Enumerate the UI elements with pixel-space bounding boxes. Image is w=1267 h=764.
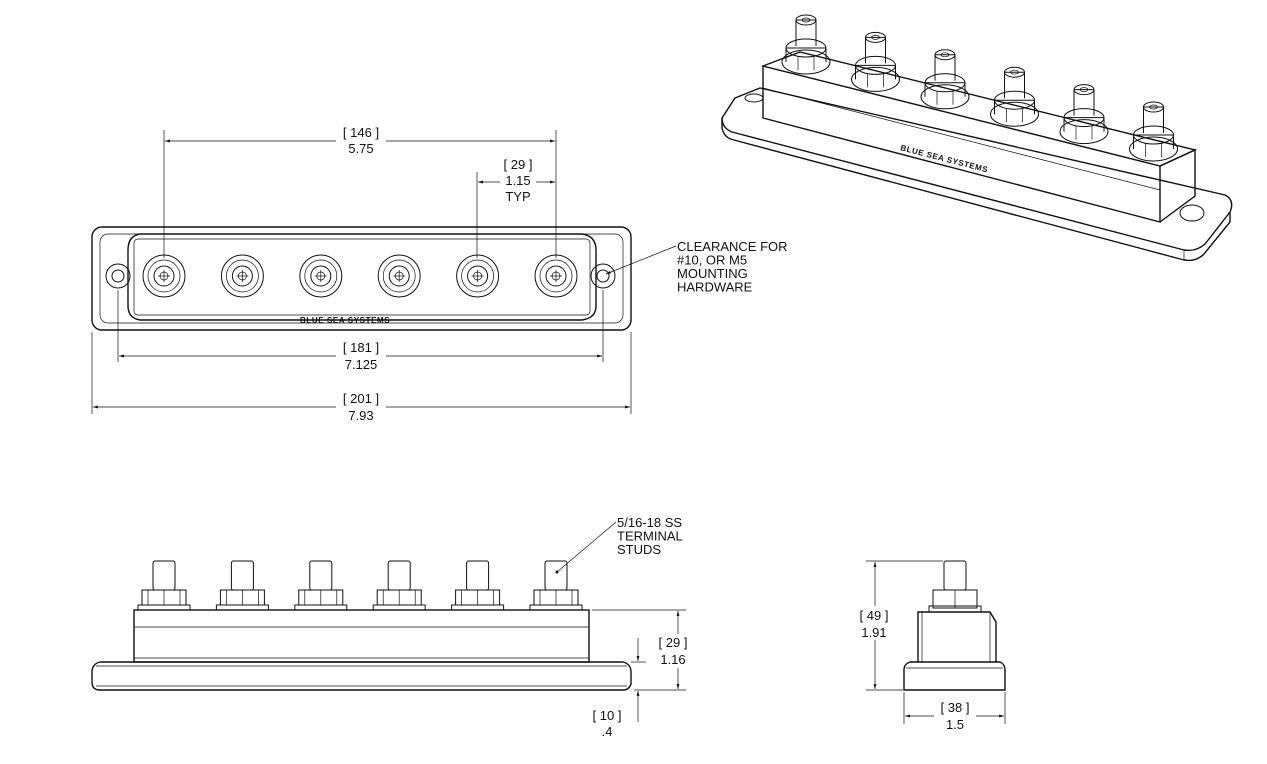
top-stud [377, 254, 421, 298]
mounting-hole-left [105, 263, 131, 289]
top-view-block-outline [127, 233, 597, 321]
front-stud [451, 560, 505, 611]
dim-stud-pitch-typ: TYP [505, 189, 530, 204]
dim-overall-in: 7.93 [348, 408, 373, 423]
side-block-outline [917, 611, 997, 662]
top-view-base-outline [91, 226, 632, 331]
front-stud [137, 560, 191, 611]
dim-mounting-in: 7.125 [345, 357, 378, 372]
stud-note: 5/16-18 SS TERMINAL STUDS [617, 515, 686, 557]
top-stud [142, 254, 186, 298]
front-base-outline [91, 661, 632, 691]
front-block-outline [133, 609, 590, 663]
leader-line-clearance [605, 245, 677, 275]
iso-block-top [760, 51, 1198, 167]
clearance-note: CLEARANCE FOR #10, OR M5 MOUNTING HARDWA… [677, 239, 791, 295]
front-stud [529, 560, 583, 611]
front-stud [372, 560, 426, 611]
front-stud [294, 560, 348, 611]
top-view-block-inner [133, 238, 591, 316]
iso-stud [1129, 101, 1178, 162]
iso-block-front [762, 66, 1161, 223]
top-stud [456, 254, 500, 298]
iso-mounting-hole-right [1179, 204, 1205, 222]
iso-base-top [721, 87, 1233, 252]
front-view-studs [137, 560, 583, 611]
dim-overall-mm: [ 201 ] [343, 391, 379, 406]
leader-line-studs [556, 521, 617, 573]
dim-total-height-in: 1.91 [861, 625, 886, 640]
dim-stud-span-in: 5.75 [348, 141, 373, 156]
mounting-hole-right [590, 263, 616, 289]
iso-mounting-hole-left [744, 93, 764, 103]
iso-stud [781, 14, 831, 75]
top-stud [534, 254, 578, 298]
front-stud [215, 560, 269, 611]
dim-stud-pitch-in: 1.15 [505, 173, 530, 188]
iso-brand-label: BLUE SEA SYSTEMS [899, 143, 989, 174]
dim-block-height-mm: [ 29 ] [659, 635, 688, 650]
dim-width-mm: [ 38 ] [941, 700, 970, 715]
dim-stud-span-mm: [ 146 ] [343, 125, 379, 140]
dim-total-height-mm: [ 49 ] [860, 608, 889, 623]
top-view: BLUE SEA SYSTEMS [ 146 ] 5.75 [ 29 ] 1.1… [91, 125, 791, 424]
top-view-studs [142, 254, 578, 298]
dim-width-in: 1.5 [946, 717, 964, 732]
iso-stud [990, 66, 1039, 127]
top-view-brand-label: BLUE SEA SYSTEMS [300, 316, 390, 325]
front-view: 5/16-18 SS TERMINAL STUDS [ 29 ] 1.16 [ … [91, 515, 694, 739]
side-view: [ 49 ] 1.91 [ 38 ] 1.5 [854, 560, 1006, 732]
iso-stud [851, 31, 900, 92]
dim-base-height-mm: [ 10 ] [593, 708, 622, 723]
side-stud [943, 560, 967, 591]
dim-mounting-mm: [ 181 ] [343, 340, 379, 355]
dim-stud-pitch-mm: [ 29 ] [504, 157, 533, 172]
iso-view-studs [781, 14, 1178, 162]
iso-stud [920, 49, 970, 110]
top-view-base-inner [99, 233, 624, 324]
iso-block-end [1159, 148, 1196, 223]
dim-block-height-in: 1.16 [660, 652, 685, 667]
dim-base-height-in: .4 [602, 724, 613, 739]
side-base-outline [903, 661, 1006, 691]
top-stud [299, 254, 343, 298]
isometric-view: BLUE SEA SYSTEMS [721, 14, 1233, 262]
iso-stud [1059, 84, 1109, 145]
top-stud [220, 254, 264, 298]
